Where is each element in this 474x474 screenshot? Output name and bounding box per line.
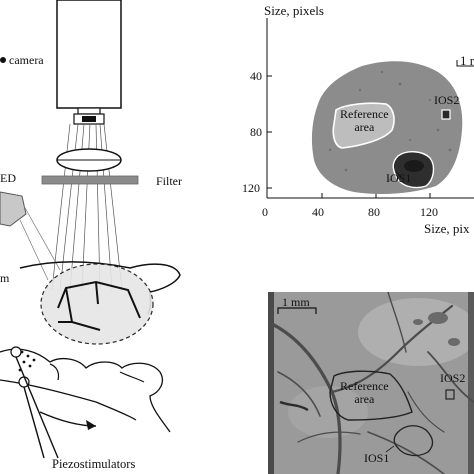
y-axis-title: Size, pixels (264, 3, 324, 18)
animal-body-outline (0, 348, 171, 433)
filter-label: Filter (156, 174, 182, 188)
photo-ios1-outline (393, 425, 434, 457)
x-tick-label: 120 (420, 205, 438, 219)
reference-area-outline (332, 102, 395, 149)
camera-label: camera (9, 53, 44, 67)
map-ios1-label: IOS1 (386, 171, 412, 185)
photo-reference-area-label: Reference area (340, 379, 389, 406)
dark-vessel (279, 400, 309, 412)
x-tick-label: 0 (262, 205, 268, 219)
map-reference-area-label: Reference area (340, 107, 389, 134)
y-tick-label: 120 (242, 181, 260, 195)
skull-sutures (57, 280, 141, 331)
photo-ios2-label: IOS2 (440, 371, 466, 385)
ios-map-drawing (266, 18, 474, 199)
m-label: m (0, 271, 10, 285)
piezostimulators-label: Piezostimulators (52, 457, 136, 471)
whisker-dots (18, 350, 36, 372)
y-tick-label: 80 (250, 125, 262, 139)
x-axis-title: Size, pix (424, 221, 470, 236)
optical-filter (41, 175, 139, 185)
map-ios2-label: IOS2 (434, 93, 460, 107)
photo-blobs (413, 312, 460, 346)
camera-body (56, 0, 122, 109)
cortex-photo-panel: 1 mm Reference area IOS2 IOS1 (268, 292, 474, 474)
setup-diagram: camera ED Filter m Piezostimulators (0, 0, 182, 471)
led-label: ED (0, 171, 16, 185)
piezo-tip-1 (10, 346, 22, 358)
led-light-source (0, 191, 27, 227)
camera-lens-mount (77, 107, 101, 115)
x-tick-label: 80 (368, 205, 380, 219)
photo-scale-label: 1 mm (282, 295, 310, 309)
ios-map-panel: Size, pixels 40 80 120 0 40 80 120 Size,… (242, 0, 474, 270)
ios2-region (441, 109, 451, 120)
setup-drawing (0, 0, 181, 459)
photo-reference-area-outline (329, 370, 413, 421)
x-tick-label: 40 (312, 205, 324, 219)
photo-ios2-box (445, 389, 455, 400)
photo-scale-bar (277, 307, 317, 314)
camera-dot (0, 57, 6, 63)
cortex-photo-drawing (268, 292, 474, 474)
map-scale-label: 1 r (460, 53, 474, 68)
y-tick-label: 40 (250, 69, 262, 83)
map-scale-bar (456, 60, 474, 67)
photo-ios1-label: IOS1 (364, 451, 390, 465)
